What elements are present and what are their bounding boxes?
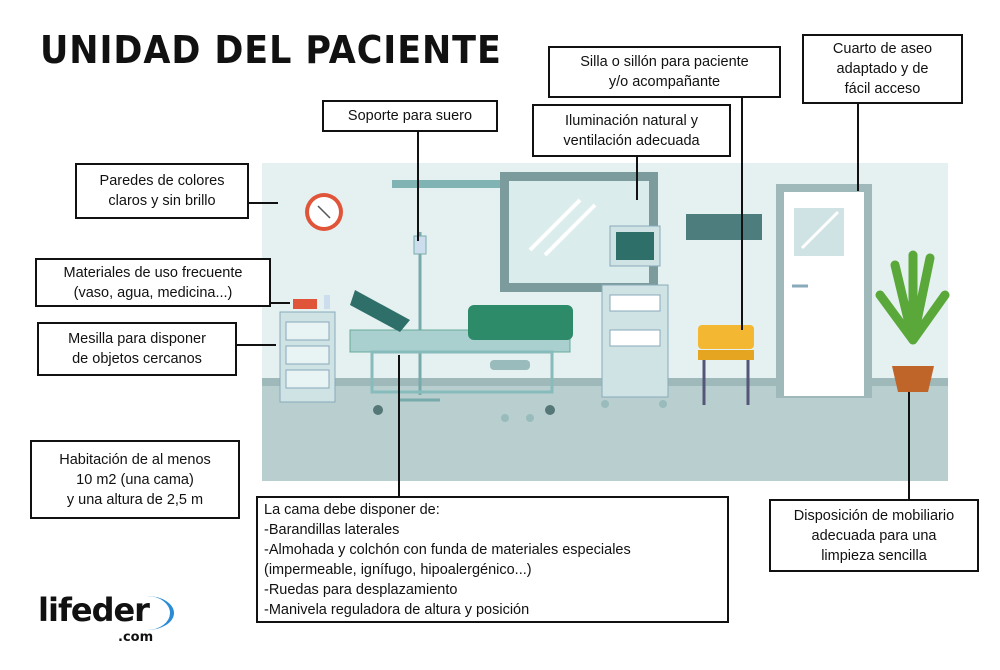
label-line: Disposición de mobiliario <box>793 507 955 524</box>
label-line: Paredes de colores <box>99 173 225 189</box>
label-line: fácil acceso <box>844 81 921 97</box>
label-line: -Manivela reguladora de altura y posició… <box>264 601 530 618</box>
page-title: UNIDAD DEL PACIENTE <box>40 28 502 72</box>
label-line: adecuada para una <box>811 527 937 544</box>
plant <box>875 250 950 392</box>
connector-line <box>417 131 419 241</box>
ceiling-lamp <box>392 180 552 188</box>
logo-name: lifeder <box>38 591 150 629</box>
label-line: (impermeable, ignífugo, hipoalergénico..… <box>264 561 532 578</box>
label-line: (vaso, agua, medicina...) <box>73 284 233 301</box>
label-line: Cuarto de aseo <box>832 41 933 57</box>
label-line: -Almohada y colchón con funda de materia… <box>264 541 631 558</box>
monitor-cart <box>601 225 669 408</box>
logo-suffix: .com <box>118 630 154 645</box>
nightstand <box>279 295 336 403</box>
label-iluminacion: Iluminación natural y ventilación adecua… <box>532 104 731 157</box>
connector-line <box>236 344 276 346</box>
label-line: de objetos cercanos <box>72 351 202 367</box>
label-line: claros y sin brillo <box>108 193 216 209</box>
label-line: Habitación de al menos <box>59 451 211 468</box>
logo-swoosh-icon <box>120 596 174 630</box>
bathroom-door <box>776 184 872 398</box>
label-line: -Ruedas para desplazamiento <box>264 581 458 598</box>
label-silla: Silla o sillón para paciente y/o acompañ… <box>548 46 781 98</box>
connector-line <box>270 302 290 304</box>
label-line: ventilación adecuada <box>563 132 700 149</box>
chair <box>698 325 754 405</box>
label-line: adaptado y de <box>836 61 929 77</box>
connector-line <box>398 355 400 496</box>
label-line: Soporte para suero <box>347 108 473 124</box>
connector-line <box>908 392 910 499</box>
label-line: y/o acompañante <box>608 74 721 90</box>
label-line: -Barandillas laterales <box>264 521 400 538</box>
label-materiales: Materiales de uso frecuente (vaso, agua,… <box>35 258 271 307</box>
connector-line <box>857 103 859 191</box>
label-line: La cama debe disponer de: <box>264 501 440 518</box>
label-line: limpieza sencilla <box>821 547 927 564</box>
label-line: 10 m2 (una cama) <box>76 471 194 488</box>
lifeder-logo: lifeder <box>38 591 150 629</box>
label-line: Mesilla para disponer <box>68 331 206 347</box>
label-line: Iluminación natural y <box>565 112 698 129</box>
label-mesilla: Mesilla para disponer de objetos cercano… <box>37 322 237 376</box>
label-disposicion: Disposición de mobiliario adecuada para … <box>769 499 979 572</box>
hospital-bed <box>349 290 573 422</box>
label-cuarto-aseo: Cuarto de aseo adaptado y de fácil acces… <box>802 34 963 104</box>
clock-icon <box>305 193 343 231</box>
label-soporte-suero: Soporte para suero <box>322 100 498 132</box>
label-line: Materiales de uso frecuente <box>63 264 243 281</box>
label-paredes: Paredes de colores claros y sin brillo <box>75 163 249 219</box>
connector-line <box>248 202 278 204</box>
connector-line <box>741 97 743 330</box>
label-habitacion: Habitación de al menos 10 m2 (una cama) … <box>30 440 240 519</box>
label-line: y una altura de 2,5 m <box>66 491 204 508</box>
wall-sign <box>686 214 762 240</box>
label-cama: La cama debe disponer de: -Barandillas l… <box>256 496 729 623</box>
label-line: Silla o sillón para paciente <box>580 54 749 70</box>
connector-line <box>636 156 638 200</box>
